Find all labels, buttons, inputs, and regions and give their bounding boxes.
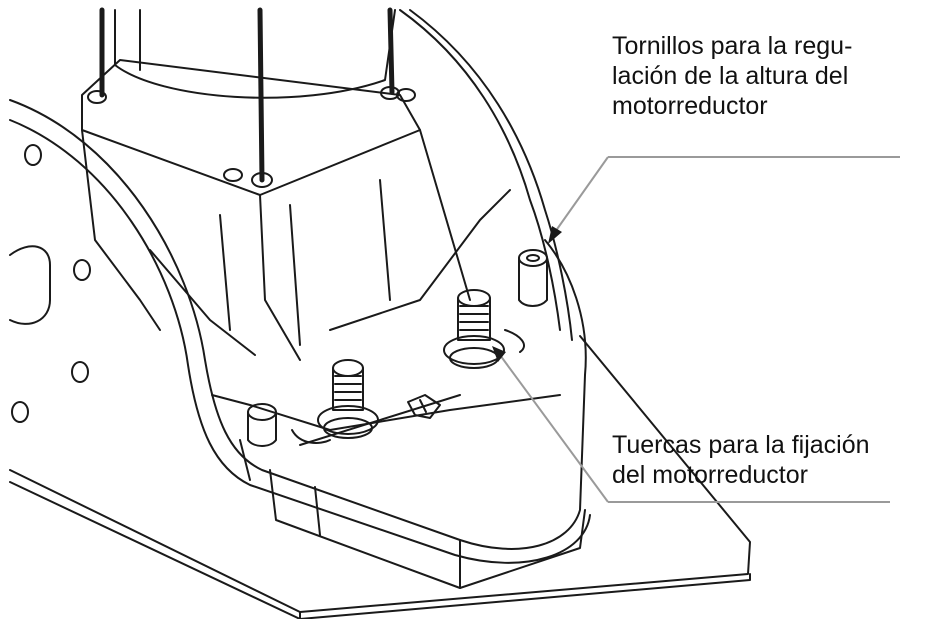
callout-line: Tornillos para la regu- [612,32,853,60]
leader-arrow-bottom [492,346,506,362]
callout-fixing-nuts: Tuercas para la fijación del motorreduct… [612,430,870,490]
housing [9,99,591,589]
height-screw-right [518,249,548,307]
callout-height-screws: Tornillos para la regu- lación de la alt… [612,31,852,121]
leader-line-top [554,156,900,233]
side-arch [399,9,573,341]
leader-arrow-top [548,226,562,244]
adjustment-slots [291,329,525,446]
motor-flange [81,59,511,361]
motor-cylinder [114,9,396,99]
fixing-stud-rear [443,289,505,369]
base-plate [9,335,751,619]
side-bolts [9,144,91,423]
height-screw-left [247,403,277,447]
threaded-rods [99,7,395,183]
flange-screws [87,86,416,188]
clip [407,394,441,419]
leader-line-bottom [499,354,890,503]
callout-line: Tuercas para la fijación [612,431,870,459]
callout-line: motorreductor [612,92,768,120]
callout-line: lación de la altura del [612,62,849,90]
callout-line: del motorreductor [612,461,808,489]
